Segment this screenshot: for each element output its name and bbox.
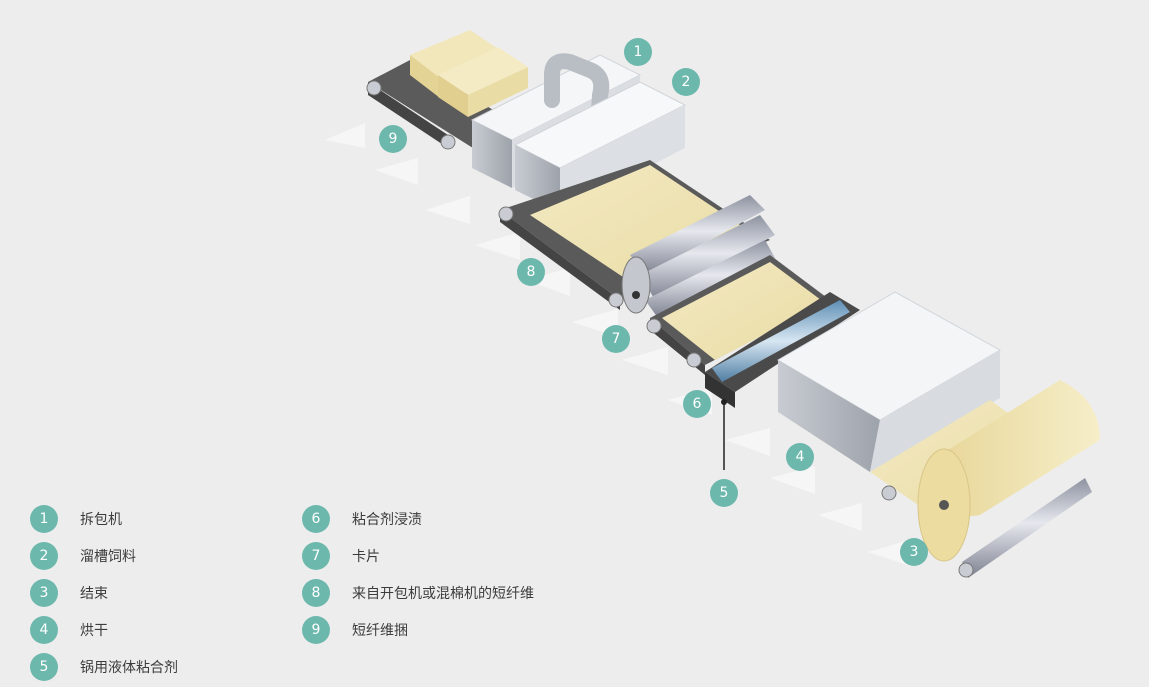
dryer-machine bbox=[777, 291, 1002, 472]
callout-6: 6 bbox=[683, 390, 711, 418]
callout-3: 3 bbox=[900, 538, 928, 566]
card-rollers bbox=[621, 195, 775, 318]
legend-marker: 4 bbox=[30, 616, 58, 644]
legend-marker: 2 bbox=[30, 542, 58, 570]
legend-item: 1 拆包机 bbox=[30, 505, 122, 533]
legend-label: 烘干 bbox=[80, 623, 108, 639]
legend-marker: 5 bbox=[30, 653, 58, 681]
card-conveyor bbox=[646, 255, 830, 375]
legend-item: 6 粘合剂浸渍 bbox=[302, 505, 422, 533]
legend-label: 结束 bbox=[80, 586, 108, 602]
callout-5: 5 bbox=[710, 479, 738, 507]
callout-4: 4 bbox=[786, 443, 814, 471]
legend-label: 卡片 bbox=[352, 549, 380, 565]
legend-marker: 3 bbox=[30, 579, 58, 607]
chute-pipe bbox=[544, 53, 610, 136]
callout-8: 8 bbox=[517, 258, 545, 286]
legend-marker: 8 bbox=[302, 579, 330, 607]
binder-impregnation-unit bbox=[705, 292, 860, 470]
finishing-roll bbox=[870, 380, 1100, 578]
callout-1: 1 bbox=[624, 38, 652, 66]
legend-marker: 7 bbox=[302, 542, 330, 570]
legend-label: 溜槽饲料 bbox=[80, 549, 136, 565]
legend-label: 来自开包机或混棉机的短纤维 bbox=[352, 586, 534, 602]
legend-label: 短纤维捆 bbox=[352, 623, 408, 639]
legend-item: 3 结束 bbox=[30, 579, 108, 607]
legend-item: 9 短纤维捆 bbox=[302, 616, 408, 644]
legend-label: 粘合剂浸渍 bbox=[352, 512, 422, 528]
callout-7: 7 bbox=[602, 325, 630, 353]
legend-marker: 1 bbox=[30, 505, 58, 533]
legend-marker: 6 bbox=[302, 505, 330, 533]
legend-label: 拆包机 bbox=[80, 512, 122, 528]
legend-item: 4 烘干 bbox=[30, 616, 108, 644]
legend-item: 5 锅用液体粘合剂 bbox=[30, 653, 178, 681]
callout-2: 2 bbox=[672, 68, 700, 96]
legend-marker: 9 bbox=[302, 616, 330, 644]
legend-item: 7 卡片 bbox=[302, 542, 380, 570]
legend-item: 8 来自开包机或混棉机的短纤维 bbox=[302, 579, 534, 607]
legend-label: 锅用液体粘合剂 bbox=[80, 660, 178, 676]
callout-9: 9 bbox=[379, 125, 407, 153]
legend-item: 2 溜槽饲料 bbox=[30, 542, 136, 570]
